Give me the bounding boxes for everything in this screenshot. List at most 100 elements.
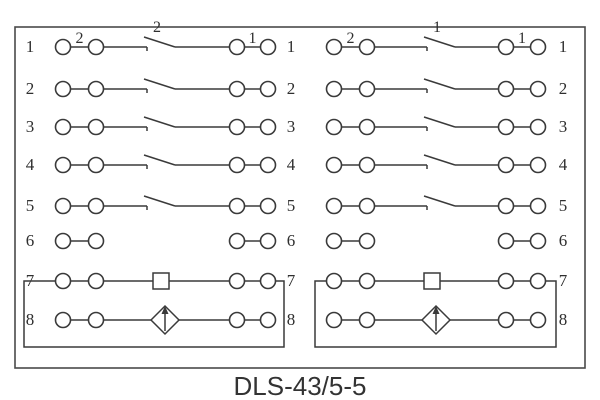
contact-blade	[423, 195, 456, 207]
relay-unit-right: 1 2 1 1 2 3 4 5 6 7 8	[314, 19, 568, 348]
terminal-circle	[497, 80, 515, 98]
terminal-circle	[228, 272, 246, 290]
terminal-circle	[54, 232, 72, 250]
coil-square	[423, 272, 441, 290]
terminal-circle	[228, 156, 246, 174]
terminal-circle	[325, 232, 343, 250]
terminal-circle	[228, 197, 246, 215]
row-label-right: 2	[287, 79, 296, 98]
diagram-title: DLS-43/5-5	[234, 371, 367, 400]
terminal-circle	[325, 272, 343, 290]
terminal-circle	[497, 156, 515, 174]
terminal-circle	[228, 118, 246, 136]
row-label-right: 6	[287, 231, 296, 250]
terminal-circle	[325, 197, 343, 215]
top-label-right-pair: 1	[249, 30, 257, 47]
terminal-circle	[497, 232, 515, 250]
contact-blade	[423, 36, 456, 48]
terminal-circle	[358, 80, 376, 98]
terminal-circle	[358, 272, 376, 290]
terminal-circle	[325, 311, 343, 329]
terminal-circle	[358, 156, 376, 174]
terminal-circle	[259, 272, 277, 290]
terminal-circle	[497, 197, 515, 215]
terminal-circle	[87, 311, 105, 329]
rectifier-arrow-head	[432, 306, 440, 314]
row-label-left: 8	[26, 310, 35, 329]
terminal-circle	[497, 272, 515, 290]
terminal-circle	[54, 38, 72, 56]
terminal-circle	[54, 197, 72, 215]
row-label-right: 5	[559, 196, 568, 215]
row-label-right: 5	[287, 196, 296, 215]
terminal-circle	[54, 156, 72, 174]
top-label-contact: 1	[433, 19, 441, 36]
row-label-right: 1	[559, 37, 568, 56]
row-label-right: 3	[287, 117, 296, 136]
row-label-right: 4	[559, 155, 568, 174]
row-label-right: 7	[287, 271, 296, 290]
terminal-circle	[358, 197, 376, 215]
contact-blade	[143, 195, 176, 207]
terminal-circle	[529, 156, 547, 174]
row-label-right: 2	[559, 79, 568, 98]
terminal-circle	[325, 118, 343, 136]
terminal-circle	[259, 38, 277, 56]
row-label-left: 2	[26, 79, 35, 98]
row-label-right: 4	[287, 155, 296, 174]
row-label-right: 3	[559, 117, 568, 136]
row-label-left: 1	[26, 37, 35, 56]
terminal-circle	[529, 38, 547, 56]
coil-loop-wire	[314, 280, 557, 348]
terminal-circle	[54, 311, 72, 329]
contact-blade	[423, 116, 456, 128]
terminal-circle	[259, 197, 277, 215]
terminal-circle	[325, 80, 343, 98]
terminal-circle	[497, 38, 515, 56]
diagram-border	[14, 26, 586, 369]
terminal-circle	[228, 38, 246, 56]
top-label-left-pair: 2	[347, 30, 355, 47]
terminal-circle	[259, 156, 277, 174]
terminal-circle	[259, 80, 277, 98]
contact-blade	[143, 78, 176, 90]
terminal-circle	[87, 38, 105, 56]
row-label-right: 8	[559, 310, 568, 329]
row-label-right: 1	[287, 37, 296, 56]
terminal-circle	[325, 38, 343, 56]
terminal-circle	[259, 118, 277, 136]
top-label-right-pair: 1	[518, 30, 526, 47]
rectifier-arrow-head	[161, 306, 169, 314]
contact-blade	[423, 154, 456, 166]
terminal-circle	[54, 272, 72, 290]
coil-loop-wire	[23, 280, 285, 348]
contact-blade	[143, 116, 176, 128]
terminal-circle	[358, 311, 376, 329]
terminal-circle	[259, 232, 277, 250]
terminal-circle	[529, 311, 547, 329]
row-label-right: 6	[559, 231, 568, 250]
terminal-circle	[54, 118, 72, 136]
row-label-left: 5	[26, 196, 35, 215]
terminal-circle	[529, 80, 547, 98]
terminal-circle	[87, 118, 105, 136]
terminal-circle	[87, 80, 105, 98]
terminal-circle	[358, 118, 376, 136]
terminal-circle	[497, 311, 515, 329]
terminal-circle	[529, 118, 547, 136]
row-label-left: 6	[26, 231, 35, 250]
terminal-circle	[228, 311, 246, 329]
terminal-circle	[259, 311, 277, 329]
contact-blade	[143, 36, 176, 48]
contact-blade	[423, 78, 456, 90]
row-label-left: 4	[26, 155, 35, 174]
coil-square	[152, 272, 170, 290]
terminal-circle	[529, 272, 547, 290]
terminal-circle	[87, 197, 105, 215]
row-label-right: 7	[559, 271, 568, 290]
terminal-circle	[228, 232, 246, 250]
